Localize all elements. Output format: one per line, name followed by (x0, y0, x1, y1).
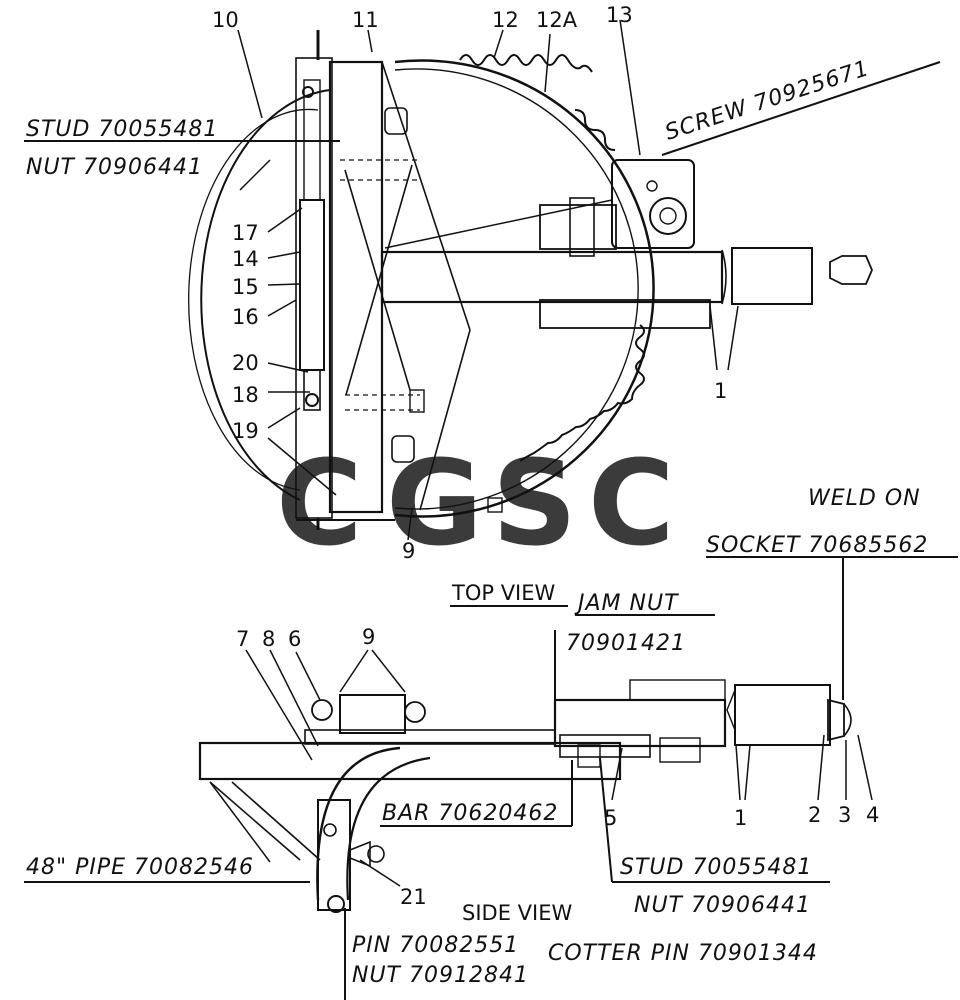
callout-11: 11 (352, 8, 379, 32)
callout-9-top: 9 (402, 539, 415, 563)
top-view-drawing (188, 30, 873, 530)
callout-16: 16 (232, 305, 259, 329)
top-view-leaders (24, 19, 958, 558)
callout-7: 7 (236, 627, 249, 651)
callout-2: 2 (808, 803, 821, 827)
stud-label-side: STUD 70055481 (620, 855, 812, 880)
callout-1-top: 1 (714, 379, 727, 403)
pin-label: PIN 70082551 (352, 933, 519, 958)
callout-9-side: 9 (362, 625, 375, 649)
side-view-title: SIDE VIEW (462, 901, 572, 925)
callout-18: 18 (232, 383, 259, 407)
callout-19: 19 (232, 419, 259, 443)
stud-label-top: STUD 70055481 (26, 117, 218, 142)
callout-13: 13 (606, 3, 633, 27)
pin-nut-label: NUT 70912841 (352, 963, 529, 988)
callout-12a: 12A (536, 8, 578, 32)
callout-3: 3 (838, 803, 851, 827)
callout-20: 20 (232, 351, 259, 375)
view-titles: TOP VIEW SIDE VIEW (451, 581, 572, 925)
pipe-label: 48" PIPE 70082546 (26, 855, 254, 880)
cgsc-watermark: C G S C (276, 434, 675, 572)
watermark-letter-g: G (386, 434, 483, 572)
nut-label-side: NUT 70906441 (634, 893, 811, 918)
callout-15: 15 (232, 275, 259, 299)
socket-label: SOCKET 70685562 (706, 533, 928, 558)
jam-nut-label: JAM NUT (574, 591, 679, 616)
bar-label: BAR 70620462 (382, 801, 558, 826)
callout-10: 10 (212, 8, 239, 32)
watermark-letter-c1: C (276, 434, 363, 572)
nut-label-top: NUT 70906441 (26, 155, 203, 180)
callout-21: 21 (400, 885, 427, 909)
watermark-letter-s: S (492, 434, 577, 572)
callout-1-side: 1 (734, 806, 747, 830)
callout-14: 14 (232, 247, 259, 271)
callout-12: 12 (492, 8, 519, 32)
callout-4: 4 (866, 803, 879, 827)
callout-8: 8 (262, 627, 275, 651)
callout-6: 6 (288, 627, 301, 651)
callout-17: 17 (232, 221, 259, 245)
top-view-title: TOP VIEW (451, 581, 556, 605)
callout-labels: 10 11 12 12A 13 17 14 15 16 20 18 19 1 9… (212, 3, 879, 909)
callout-5: 5 (604, 806, 617, 830)
side-view-leaders (24, 557, 873, 1000)
screw-label: SCREW 70925671 (662, 56, 873, 146)
watermark-letter-c2: C (588, 434, 675, 572)
jam-nut-number: 70901421 (566, 631, 686, 656)
cotter-pin-label: COTTER PIN 70901344 (548, 941, 818, 966)
weld-on-label: WELD ON (808, 486, 921, 511)
